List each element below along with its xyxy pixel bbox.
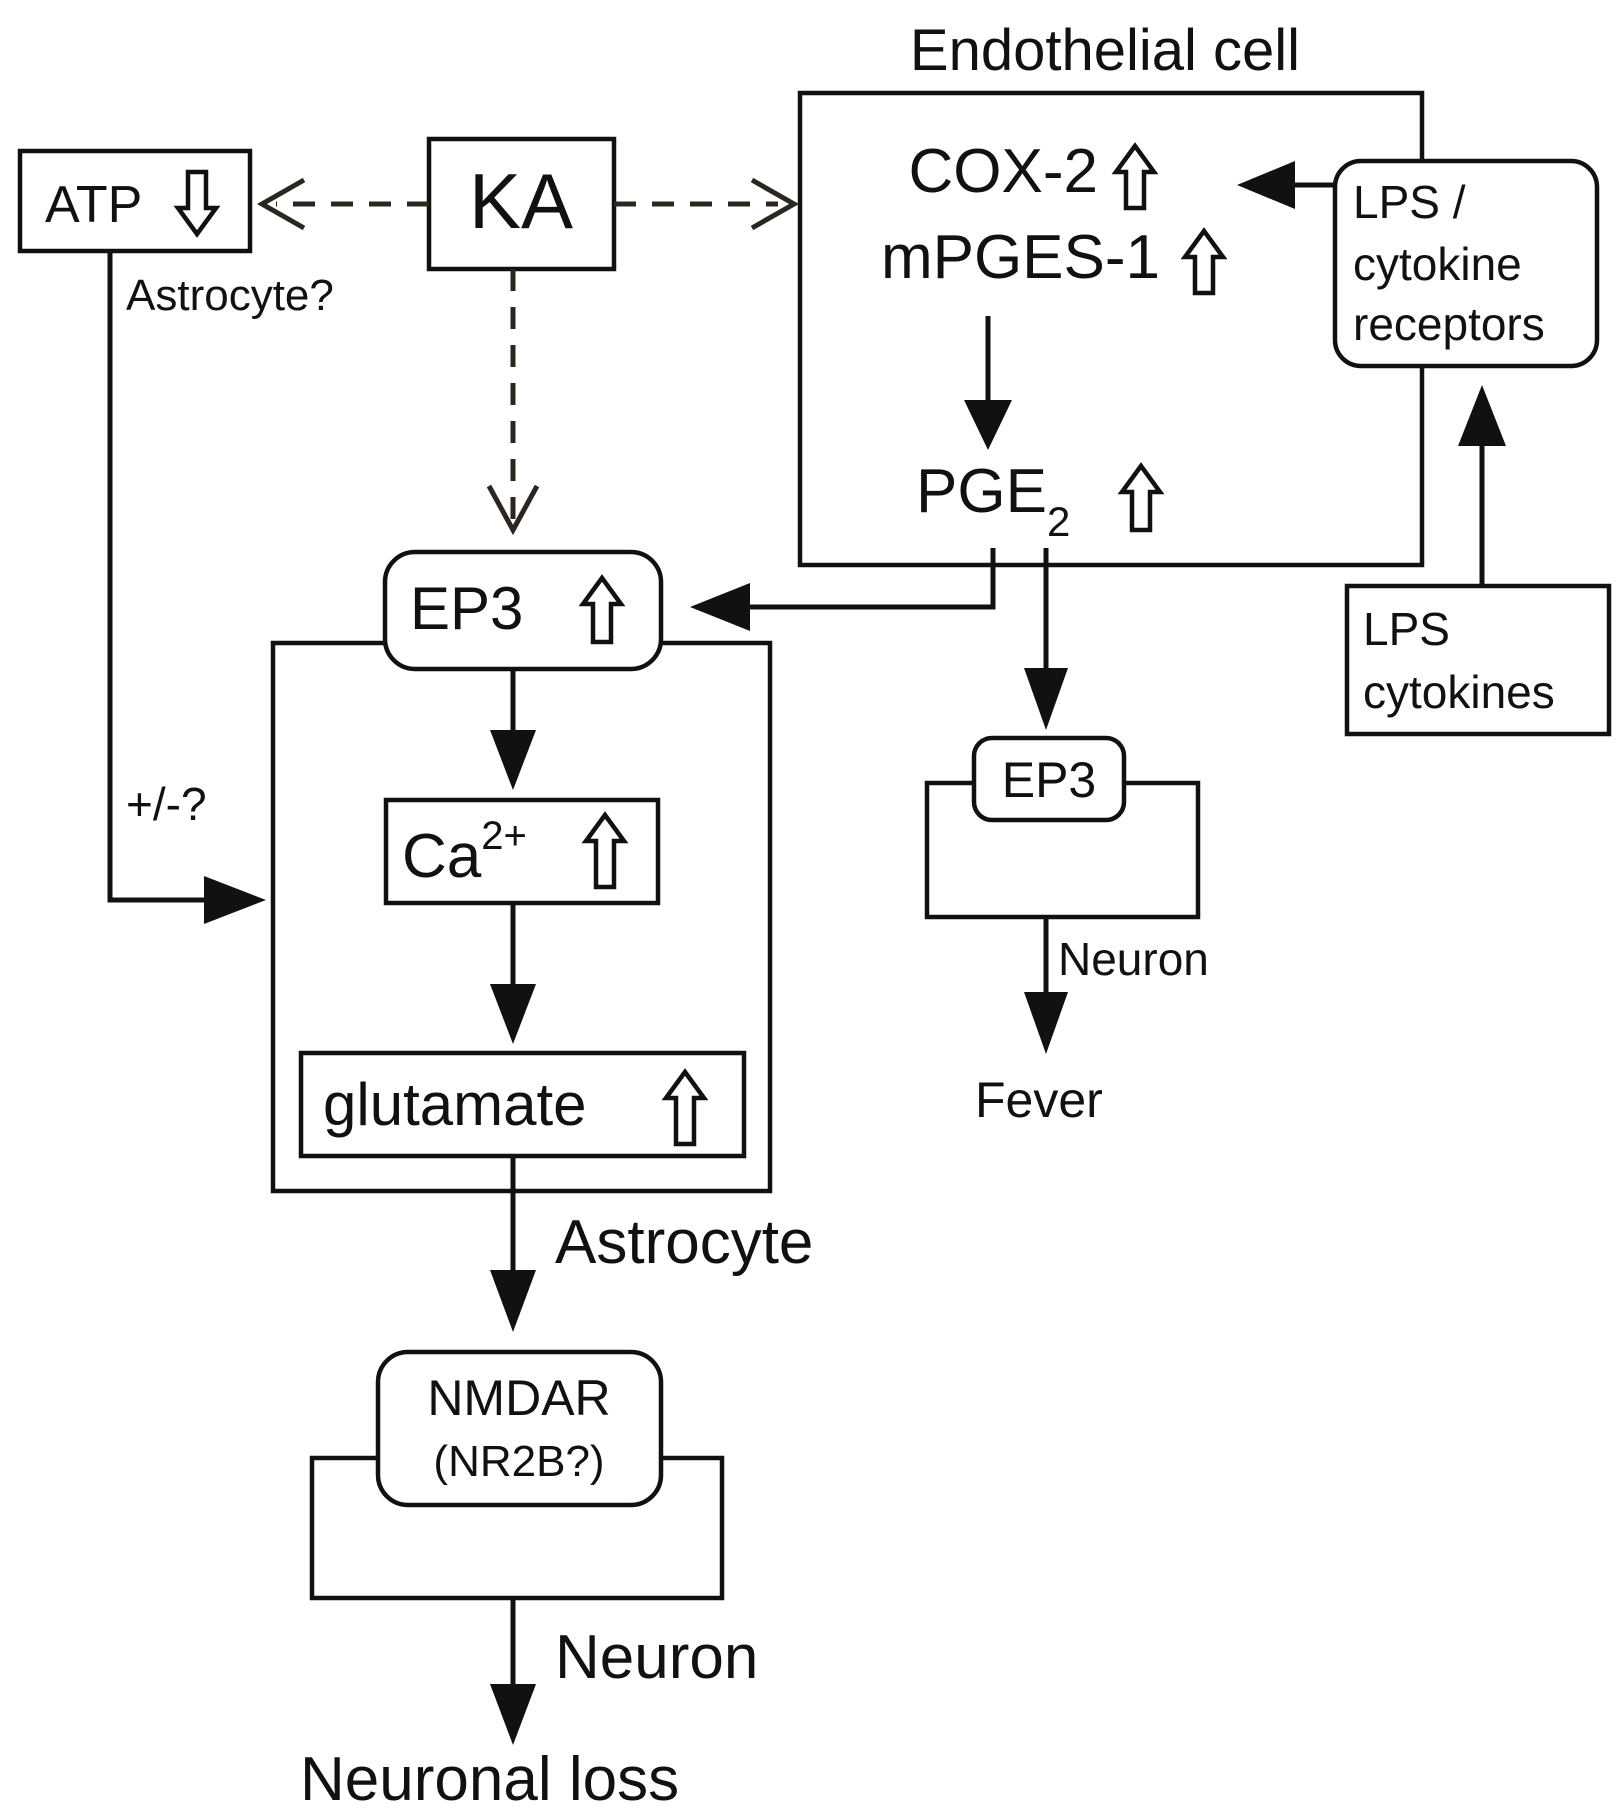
receptor-label-line3: receptors bbox=[1353, 298, 1545, 350]
arrow-neuron-to-loss-head bbox=[490, 1684, 536, 1745]
line-atp-to-astrocyte-head bbox=[204, 876, 266, 924]
mpges-up-arrow-icon bbox=[1180, 227, 1228, 296]
endothelial-cell-title: Endothelial cell bbox=[910, 18, 1300, 83]
calcium-main: Ca bbox=[402, 822, 482, 891]
arrow-mpges-to-pge2-head bbox=[964, 400, 1012, 450]
calcium-superscript: 2+ bbox=[481, 814, 527, 858]
line-pge2-to-astrocyte-ep3-head bbox=[690, 583, 750, 631]
line-atp-to-astrocyte bbox=[107, 251, 214, 903]
ka-label: KA bbox=[469, 157, 573, 245]
arrow-calcium-to-glutamate-head bbox=[490, 984, 536, 1044]
mpges-label: mPGES-1 bbox=[881, 223, 1160, 292]
arrow-receptor-to-cox2-head bbox=[1237, 161, 1295, 209]
dashed-arrow-ka-to-atp-head bbox=[256, 177, 306, 231]
arrow-neuron-to-fever-head bbox=[1024, 992, 1068, 1054]
atp-astrocyte-note: Astrocyte? bbox=[126, 271, 334, 320]
atp-down-arrow-icon bbox=[173, 169, 221, 238]
calcium-label: Ca2+ bbox=[402, 814, 527, 891]
receptor-label-line1: LPS / bbox=[1353, 176, 1466, 228]
astrocyte-ep3-up-arrow-icon bbox=[578, 574, 626, 645]
glutamate-up-arrow-icon bbox=[661, 1068, 709, 1147]
dashed-arrow-ka-to-endothelial-head bbox=[750, 177, 800, 231]
fever-ep3-label: EP3 bbox=[1002, 752, 1097, 808]
cytokines-label: cytokines bbox=[1363, 666, 1555, 718]
nmdar-label: NMDAR bbox=[427, 1370, 610, 1426]
astrocyte-label: Astrocyte bbox=[555, 1208, 813, 1277]
pge2-main: PGE bbox=[916, 457, 1047, 526]
pge2-up-arrow-icon bbox=[1117, 462, 1165, 533]
arrow-lps-to-receptor-head bbox=[1458, 385, 1506, 446]
endothelial-cell-box bbox=[797, 90, 1425, 568]
cox2-label: COX-2 bbox=[909, 137, 1098, 206]
lps-label: LPS bbox=[1363, 603, 1450, 655]
neuron-loss-neuron-label: Neuron bbox=[555, 1623, 758, 1692]
cox2-up-arrow-icon bbox=[1111, 142, 1159, 211]
atp-label: ATP bbox=[45, 176, 142, 234]
modulation-label: +/-? bbox=[126, 778, 207, 830]
dashed-arrow-ka-to-ep3-head bbox=[486, 484, 540, 536]
lps-cytokines-box bbox=[1344, 583, 1612, 737]
neuronal-loss-outcome: Neuronal loss bbox=[300, 1745, 679, 1810]
line-pge2-to-astrocyte-ep3 bbox=[745, 548, 996, 610]
astrocyte-ep3-label: EP3 bbox=[410, 575, 523, 642]
receptor-box bbox=[1332, 158, 1600, 369]
pge2-label: PGE2 bbox=[916, 457, 1070, 545]
fever-ep3-box bbox=[971, 735, 1127, 823]
receptor-label-line2: cytokine bbox=[1353, 238, 1522, 290]
glutamate-label: glutamate bbox=[323, 1071, 587, 1138]
arrow-pge2-to-fever-ep3-head bbox=[1024, 668, 1068, 730]
arrow-glutamate-to-nmdar-head bbox=[490, 1270, 536, 1332]
pge2-subscript: 2 bbox=[1047, 498, 1070, 545]
arrow-ep3-to-calcium-head bbox=[490, 730, 536, 790]
glutamate-box bbox=[298, 1050, 747, 1159]
atp-box bbox=[17, 148, 253, 254]
nmdar-subunit-label: (NR2B?) bbox=[433, 1437, 604, 1486]
nmdar-box bbox=[375, 1349, 664, 1508]
fever-outcome: Fever bbox=[975, 1072, 1103, 1128]
fever-neuron-label: Neuron bbox=[1058, 933, 1209, 985]
calcium-up-arrow-icon bbox=[581, 811, 629, 890]
